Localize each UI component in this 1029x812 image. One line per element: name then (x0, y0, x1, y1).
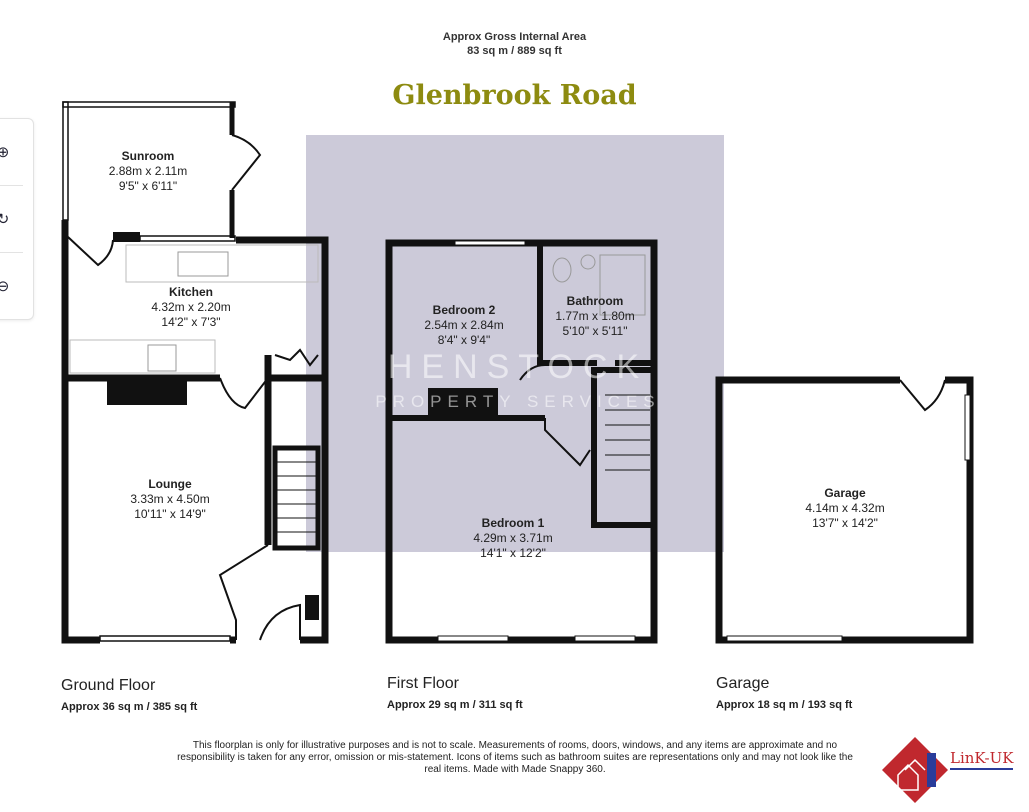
zoom-in-button[interactable]: ⊕ (0, 119, 33, 185)
room-bathroom: Bathroom 1.77m x 1.80m 5'10" x 5'11" (555, 294, 634, 338)
room-name: Lounge (148, 477, 192, 491)
gross-area-title: Approx Gross Internal Area (442, 31, 587, 43)
zoom-toolbar: ⊕ ↻ ⊖ (0, 118, 34, 320)
watermark-line1: HENSTOCK (388, 348, 648, 386)
floor-area-ground: Approx 36 sq m / 385 sq ft (61, 701, 198, 713)
room-name: Bathroom (567, 294, 624, 308)
divider (0, 185, 23, 186)
room-metric: 4.32m x 2.20m (151, 300, 230, 314)
room-imperial: 5'10" x 5'11" (563, 324, 628, 338)
floor-area-first: Approx 29 sq m / 311 sq ft (387, 699, 523, 711)
room-imperial: 14'1" x 12'2" (480, 546, 546, 560)
link-uk-logo: LinK-UK (880, 735, 1025, 805)
sunroom-window (62, 101, 69, 221)
room-metric: 4.14m x 4.32m (805, 501, 884, 515)
garage-plan (715, 376, 974, 644)
divider (0, 252, 23, 253)
room-metric: 1.77m x 1.80m (555, 309, 634, 323)
basin-icon (580, 254, 596, 270)
room-imperial: 8'4" x 9'4" (438, 333, 490, 347)
room-metric: 3.33m x 4.50m (130, 492, 209, 506)
room-name: Bedroom 1 (482, 516, 545, 530)
room-lounge: Lounge 3.33m x 4.50m 10'11" x 14'9" (130, 477, 209, 521)
zoom-out-icon: ⊖ (0, 278, 10, 295)
room-name: Garage (824, 486, 866, 500)
watermark-background (306, 135, 724, 552)
room-name: Bedroom 2 (433, 303, 496, 317)
ground-floor-plan (61, 101, 329, 644)
logo-house-icon (882, 737, 948, 803)
page-title: Glenbrook Road (392, 80, 637, 111)
sunroom-window (62, 101, 236, 108)
bath-icon (599, 254, 646, 316)
rotate-button[interactable]: ↻ (0, 186, 33, 252)
floor-name-first: First Floor (387, 675, 459, 692)
floor-area-garage: Approx 18 sq m / 193 sq ft (716, 699, 853, 711)
rotate-icon: ↻ (0, 211, 10, 228)
floor-name-ground: Ground Floor (61, 677, 156, 694)
logo-text: LinK-UK (950, 749, 1014, 770)
lounge-window (99, 635, 231, 642)
room-name: Sunroom (122, 149, 175, 163)
watermark-line2: PROPERTY SERVICES (375, 392, 660, 411)
floor-name-garage: Garage (716, 675, 770, 692)
zoom-in-icon: ⊕ (0, 144, 10, 161)
room-imperial: 13'7" x 14'2" (812, 516, 878, 530)
disclaimer: This floorplan is only for illustrative … (177, 740, 853, 775)
room-metric: 2.54m x 2.84m (424, 318, 503, 332)
room-bedroom-1: Bedroom 1 4.29m x 3.71m 14'1" x 12'2" (473, 516, 552, 560)
gross-area: Approx Gross Internal Area 83 sq m / 889… (0, 30, 1029, 58)
gross-area-value: 83 sq m / 889 sq ft (467, 45, 562, 57)
room-kitchen: Kitchen 4.32m x 2.20m 14'2" x 7'3" (151, 285, 230, 329)
toilet-icon (552, 257, 572, 283)
room-imperial: 10'11" x 14'9" (134, 507, 206, 521)
room-name: Kitchen (169, 285, 213, 299)
room-imperial: 9'5" x 6'11" (119, 179, 177, 193)
first-floor-plan (385, 239, 658, 644)
room-sunroom: Sunroom 2.88m x 2.11m 9'5" x 6'11" (109, 149, 187, 193)
zoom-out-button[interactable]: ⊖ (0, 253, 33, 319)
room-metric: 4.29m x 3.71m (473, 531, 552, 545)
room-imperial: 14'2" x 7'3" (161, 315, 220, 329)
room-bedroom-2: Bedroom 2 2.54m x 2.84m 8'4" x 9'4" (424, 303, 503, 347)
room-garage: Garage 4.14m x 4.32m 13'7" x 14'2" (805, 486, 884, 530)
room-metric: 2.88m x 2.11m (109, 164, 187, 178)
